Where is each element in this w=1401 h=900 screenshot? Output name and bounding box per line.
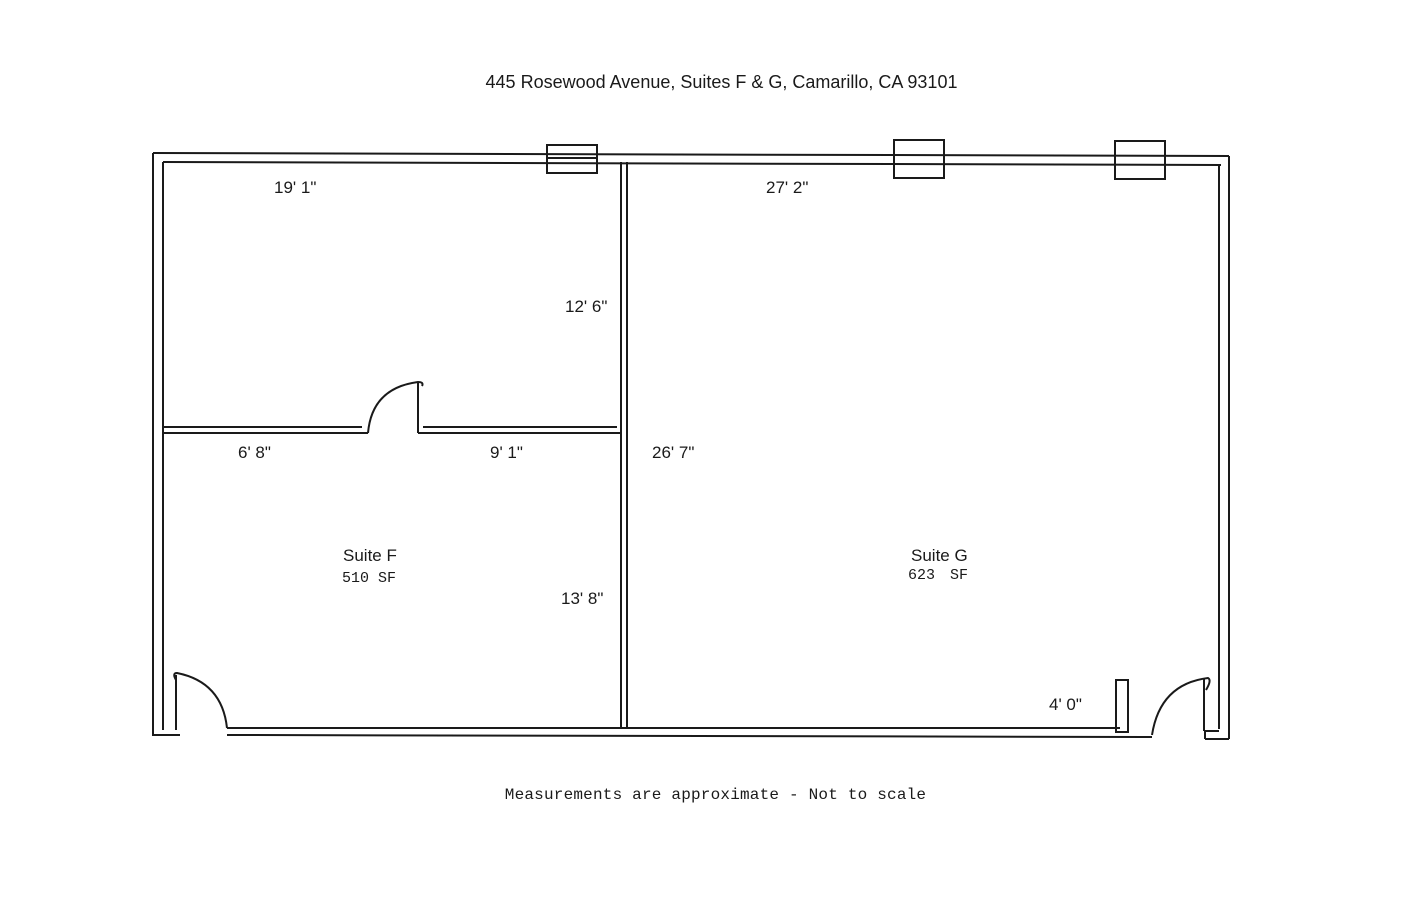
disclaimer-note: Measurements are approximate - Not to sc… — [504, 786, 927, 804]
floor-plan-title: 445 Rosewood Avenue, Suites F & G, Camar… — [485, 72, 958, 92]
dimension-suite-f-lower-depth: 13' 8" — [561, 589, 604, 608]
dimension-suite-g-door: 4' 0" — [1049, 695, 1082, 714]
suite-g-name: Suite G — [911, 546, 968, 565]
suite-g-area: 623 SF — [908, 567, 969, 584]
suite-f-name: Suite F — [343, 546, 397, 565]
dimension-suite-g-depth: 26' 7" — [652, 443, 695, 462]
dimension-suite-f-upper-depth: 12' 6" — [565, 297, 608, 316]
dimension-partition-left: 6' 8" — [238, 443, 271, 462]
window-unit-2 — [893, 139, 945, 179]
dimension-suite-g-top-width: 27' 2" — [766, 178, 809, 197]
dimension-suite-f-top-width: 19' 1" — [274, 178, 317, 197]
exterior-wall-top — [152, 152, 1230, 157]
window-unit-3 — [1114, 140, 1166, 180]
suite-f-area: 510 SF — [342, 570, 397, 587]
dimension-partition-right: 9' 1" — [490, 443, 523, 462]
